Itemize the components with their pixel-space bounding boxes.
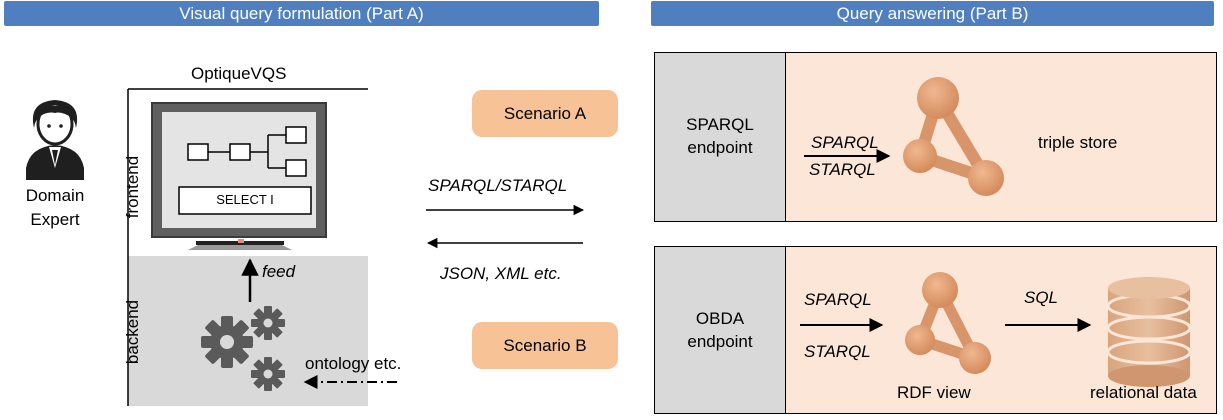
- obda-endpoint-label: OBDA endpoint: [655, 307, 785, 353]
- part-a-title: Visual query formulation (Part A): [179, 4, 424, 23]
- tool-name: OptiqueVQS: [191, 64, 287, 83]
- sparql-endpoint-line2: endpoint: [687, 138, 753, 157]
- feed-label: feed: [262, 262, 296, 281]
- scenario-b-lang1: SPARQL: [804, 290, 872, 309]
- domain-expert-label: Domain Expert: [10, 184, 100, 232]
- part-b-banner: Query answering (Part B): [651, 1, 1214, 26]
- gears-icon: [201, 306, 285, 391]
- part-b-title: Query answering (Part B): [836, 4, 1029, 23]
- query-graph-icon: [187, 126, 307, 177]
- scenario-a-lang1: SPARQL: [811, 133, 879, 152]
- domain-expert-icon: [26, 100, 84, 180]
- obda-endpoint-box: [655, 247, 786, 413]
- rdf-view-label: RDF view: [897, 383, 971, 402]
- select-box: [178, 186, 312, 215]
- sparql-endpoint-label: SPARQL endpoint: [655, 113, 785, 159]
- select-label: SELECT I: [216, 192, 274, 207]
- triple-store-label: triple store: [1038, 133, 1118, 152]
- obda-endpoint-line1: OBDA: [695, 309, 745, 328]
- domain-expert-line1: Domain: [25, 186, 85, 205]
- relational-data-label: relational data: [1090, 383, 1197, 402]
- database-icon: [1106, 277, 1192, 387]
- request-label: SPARQL/STARQL: [428, 176, 568, 195]
- scenario-a-lang2: STARQL: [809, 160, 876, 179]
- rdf-view-icon: [905, 272, 991, 374]
- triple-store-icon: [903, 77, 1004, 196]
- domain-expert-line2: Expert: [30, 210, 80, 229]
- sparql-endpoint-line1: SPARQL: [686, 115, 754, 134]
- scenario-b-badge: Scenario B: [472, 322, 618, 369]
- part-a-banner: Visual query formulation (Part A): [4, 1, 599, 26]
- scenario-a-badge: Scenario A: [472, 90, 618, 137]
- ontology-label: ontology etc.: [305, 354, 402, 373]
- scenario-b-lang2: STARQL: [804, 342, 871, 361]
- optiquevqs-frame: [127, 88, 368, 406]
- response-label: JSON, XML etc.: [440, 264, 562, 283]
- sql-label: SQL: [1024, 288, 1059, 307]
- sparql-endpoint-box: [655, 53, 786, 221]
- obda-endpoint-line2: endpoint: [687, 332, 753, 351]
